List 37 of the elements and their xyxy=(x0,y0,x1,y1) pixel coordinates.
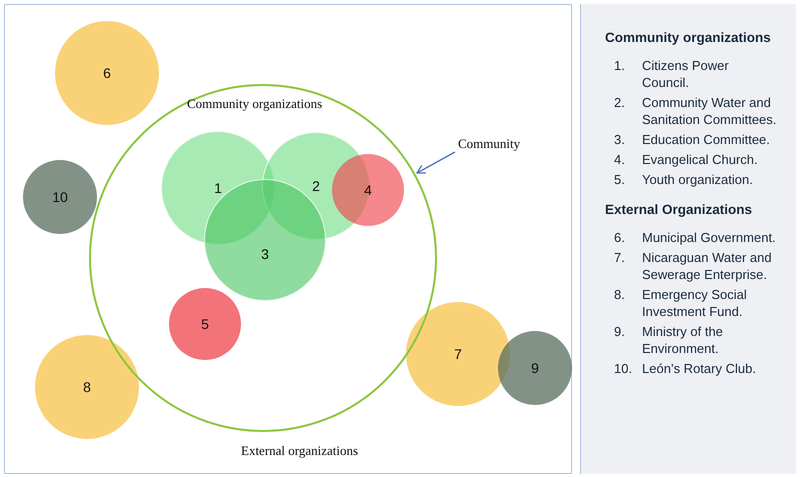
circle-number: 6 xyxy=(103,65,111,81)
circle-number: 5 xyxy=(201,316,209,332)
list-number: 3. xyxy=(613,131,626,148)
list-item: León’s Rotary Club. xyxy=(642,360,757,377)
list-heading: Community organizations xyxy=(605,30,772,45)
list-item: Community Water and Sanitation Committees. xyxy=(642,94,778,128)
circle xyxy=(332,154,404,226)
list-item: Ministry of the Environment. xyxy=(642,323,724,357)
list-number: 4. xyxy=(613,151,626,168)
list-item: Youth organization. xyxy=(642,171,754,188)
region-label: External organizations xyxy=(241,443,358,459)
circle-number: 4 xyxy=(364,182,372,198)
list-item: Nicaraguan Water and Sewerage Enterprise. xyxy=(642,249,773,283)
list-item: Education Committee. xyxy=(642,131,771,148)
list-heading: External Organizations xyxy=(605,202,754,217)
circle-heading: Community organizations xyxy=(187,96,322,112)
list-number: 5. xyxy=(613,171,626,188)
circle-number: 9 xyxy=(531,360,539,376)
circle-number: 10 xyxy=(52,189,68,205)
list-number: 9. xyxy=(613,323,626,341)
circle-number: 2 xyxy=(312,178,320,194)
circle-number: 1 xyxy=(214,180,222,196)
list-item: Citizens Power Council. xyxy=(642,57,730,91)
circle-number: 8 xyxy=(83,379,91,395)
circle-number: 3 xyxy=(261,246,269,262)
list-number: 6. xyxy=(613,229,626,246)
list-item: Emergency Social Investment Fund. xyxy=(642,286,748,320)
list-number: 7. xyxy=(613,249,626,267)
list-item: Municipal Government. xyxy=(642,229,777,246)
list-number: 10. xyxy=(613,360,634,377)
annotation-label: Community xyxy=(458,136,520,152)
list-number: 1. xyxy=(613,57,626,75)
circle-number: 7 xyxy=(454,346,462,362)
list-number: 2. xyxy=(613,94,626,112)
list-number: 8. xyxy=(613,286,626,304)
list-item: Evangelical Church. xyxy=(642,151,759,168)
arrow xyxy=(416,151,456,174)
